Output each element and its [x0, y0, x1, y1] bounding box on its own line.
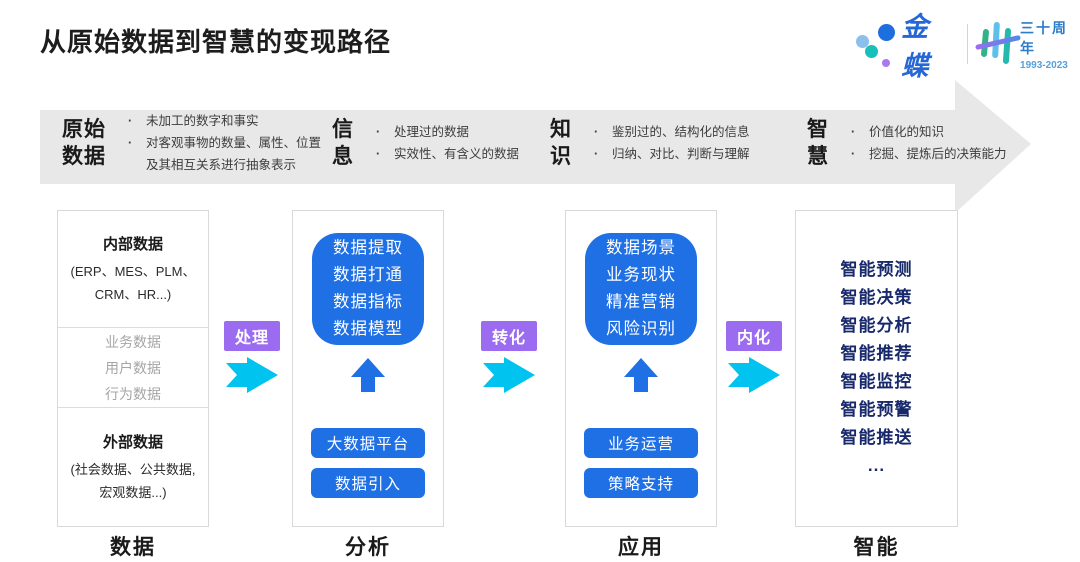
connector-internalize: 内化 [723, 321, 785, 393]
section-line: 业务数据 [105, 333, 161, 350]
up-arrow-icon [624, 358, 658, 392]
list-item: 智能分析 [840, 316, 913, 335]
right-arrow-icon [483, 357, 535, 393]
business-operation-button: 业务运营 [584, 428, 698, 458]
external-data-section: 外部数据 (社会数据、公共数据, 宏观数据...) [58, 408, 208, 526]
anniversary-title: 三十周年 [1020, 19, 1069, 56]
right-arrow-icon [728, 357, 780, 393]
section-line: (ERP、MES、PLM、 [70, 263, 196, 279]
section-heading: 外部数据 [102, 433, 163, 451]
big-data-platform-button: 大数据平台 [311, 428, 425, 458]
list-item-ellipsis: ... [867, 456, 886, 475]
logo-dot-blue [878, 24, 895, 41]
anniversary-mark-icon [975, 20, 1022, 68]
section-line: 行为数据 [105, 385, 161, 402]
stage-bullet: 实效性、有含义的数据 [370, 143, 519, 165]
footer-label-analysis: 分析 [345, 536, 391, 559]
connector-transform: 转化 [478, 321, 540, 393]
section-line: (社会数据、公共数据, [70, 461, 196, 477]
data-types-section: 业务数据 用户数据 行为数据 [58, 327, 208, 408]
stage-name: 原始 数据 [62, 118, 106, 168]
stage-bullet: 未加工的数字和事实 [122, 110, 330, 132]
stage-name: 智 慧 [807, 118, 829, 168]
banner-stage-raw-data: 原始 数据 未加工的数字和事实 对客观事物的数量、属性、位置及其相互关系进行抽象… [62, 103, 330, 183]
data-import-button: 数据引入 [311, 468, 425, 498]
stage-bullet: 价值化的知识 [845, 121, 1007, 143]
list-item: 智能决策 [840, 288, 913, 307]
stage-name: 信 息 [332, 118, 354, 168]
column-data: 内部数据 (ERP、MES、PLM、 CRM、HR...) 业务数据 用户数据 … [57, 210, 209, 527]
application-bubble: 数据场景 业务现状 精准营销 风险识别 [585, 233, 697, 345]
section-line: CRM、HR...) [94, 286, 172, 302]
anniversary-years: 1993-2023 [1020, 59, 1068, 71]
logo-dot-teal [865, 45, 878, 58]
kingdee-logo-mark-icon [852, 18, 895, 70]
list-item: 智能推送 [840, 428, 913, 447]
list-item: 智能监控 [840, 372, 913, 391]
logo-dot-lightblue [856, 35, 869, 48]
list-item: 智能预警 [840, 400, 913, 419]
connector-process: 处理 [221, 321, 283, 393]
right-arrow-icon [226, 357, 278, 393]
banner-stage-wisdom: 智 慧 价值化的知识 挖掘、提炼后的决策能力 [807, 103, 1007, 183]
connector-label: 处理 [223, 321, 280, 351]
list-item: 智能推荐 [840, 344, 913, 363]
kingdee-logo: 金蝶 三十周年 1993-2023 [852, 12, 1080, 81]
anniversary-text: 三十周年 1993-2023 [1020, 18, 1080, 71]
footer-label-intelligence: 智能 [853, 536, 900, 559]
section-line: 用户数据 [105, 359, 161, 376]
footer-label-application: 应用 [618, 536, 664, 559]
stage-bullets: 价值化的知识 挖掘、提炼后的决策能力 [845, 121, 1007, 165]
stage-bullet: 挖掘、提炼后的决策能力 [845, 143, 1007, 165]
section-heading: 内部数据 [102, 235, 163, 253]
page-title: 从原始数据到智慧的变现路径 [40, 27, 392, 57]
analysis-bubble: 数据提取 数据打通 数据指标 数据模型 [312, 233, 424, 345]
brand-name: 金蝶 [901, 12, 933, 81]
column-intelligence: 智能预测 智能决策 智能分析 智能推荐 智能监控 智能预警 智能推送 ... [795, 210, 958, 527]
stage-bullet: 对客观事物的数量、属性、位置及其相互关系进行抽象表示 [122, 132, 330, 176]
logo-dot-purple [882, 59, 890, 67]
stage-bullet: 归纳、对比、判断与理解 [588, 143, 750, 165]
connector-label: 内化 [725, 321, 782, 351]
section-line: 宏观数据...) [99, 484, 167, 500]
up-arrow-icon [351, 358, 385, 392]
banner-stage-information: 信 息 处理过的数据 实效性、有含义的数据 [332, 103, 519, 183]
stage-bullets: 鉴别过的、结构化的信息 归纳、对比、判断与理解 [588, 121, 750, 165]
stage-bullets: 处理过的数据 实效性、有含义的数据 [370, 121, 519, 165]
stage-bullet: 处理过的数据 [370, 121, 519, 143]
logo-divider [967, 24, 969, 64]
internal-data-section: 内部数据 (ERP、MES、PLM、 CRM、HR...) [58, 211, 208, 327]
column-analysis: 数据提取 数据打通 数据指标 数据模型 大数据平台 数据引入 [292, 210, 444, 527]
column-application: 数据场景 业务现状 精准营销 风险识别 业务运营 策略支持 [565, 210, 717, 527]
footer-label-data: 数据 [110, 536, 156, 559]
stage-bullets: 未加工的数字和事实 对客观事物的数量、属性、位置及其相互关系进行抽象表示 [122, 110, 330, 176]
stage-name: 知 识 [550, 118, 572, 168]
connector-label: 转化 [480, 321, 537, 351]
banner-stage-knowledge: 知 识 鉴别过的、结构化的信息 归纳、对比、判断与理解 [550, 103, 750, 183]
stage-bullet: 鉴别过的、结构化的信息 [588, 121, 750, 143]
strategy-support-button: 策略支持 [584, 468, 698, 498]
list-item: 智能预测 [840, 260, 913, 279]
